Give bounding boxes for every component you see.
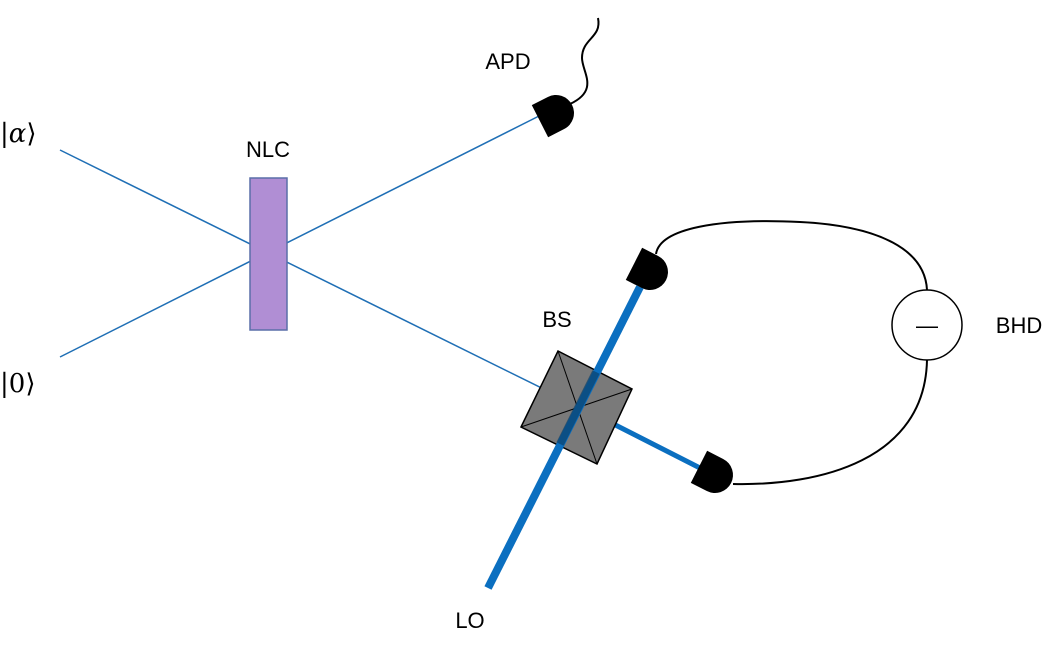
apd-label: APD	[485, 49, 530, 74]
bhd-bottom-wire	[732, 359, 928, 486]
bhd-top-wire	[655, 220, 928, 291]
bhd-top-detector-icon	[625, 247, 668, 290]
bs-crossing-overlap	[556, 370, 600, 446]
apd-cable	[569, 17, 600, 105]
bhd-bottom-detector-icon	[690, 450, 733, 493]
nlc-label: NLC	[246, 137, 290, 162]
alpha-ket-label: |α⟩	[0, 119, 36, 149]
zero-ket-label: |0⟩	[0, 369, 35, 399]
apd-detector-icon	[531, 95, 574, 138]
bhd-label: BHD	[996, 313, 1042, 338]
alpha-input-beam	[59, 149, 579, 407]
nonlinear-crystal	[249, 177, 288, 331]
bs-label: BS	[542, 307, 571, 332]
bhd-minus-symbol: —	[916, 313, 938, 338]
bhd-subtraction-circle-icon	[891, 289, 963, 361]
lo-label: LO	[455, 608, 484, 633]
vacuum-input-beam	[59, 112, 546, 358]
